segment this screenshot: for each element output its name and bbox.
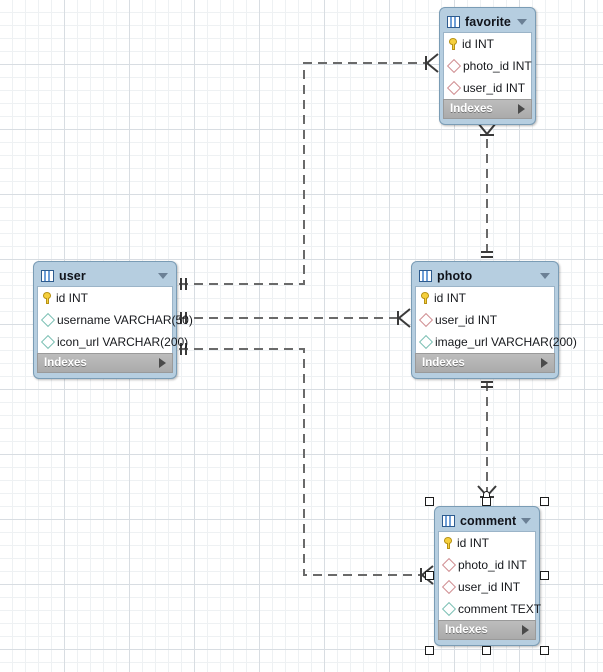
table-icon	[447, 15, 460, 28]
cardinality-one-photo-favorite	[481, 251, 493, 258]
column-row[interactable]: photo_id INT	[439, 554, 535, 576]
table-figure-user[interactable]: user id INT username VARCHAR(50) icon_url V…	[33, 261, 193, 379]
column-row[interactable]: user_id INT	[439, 576, 535, 598]
primary-key-icon	[444, 537, 453, 549]
table-name-label: user	[59, 268, 86, 283]
foreign-key-diamond-icon	[446, 58, 462, 74]
column-row[interactable]: icon_url VARCHAR(200)	[38, 331, 188, 353]
handle-top-left[interactable]	[425, 497, 434, 506]
cardinality-one-photo-comment	[481, 381, 493, 388]
chevron-down-icon[interactable]	[521, 517, 532, 524]
column-row[interactable]: user_id INT	[416, 309, 554, 331]
indexes-label: Indexes	[422, 357, 465, 369]
cardinality-many-comment-user	[420, 565, 434, 585]
foreign-key-diamond-icon	[418, 312, 434, 328]
relationship-user-to-comment[interactable]	[179, 348, 424, 576]
foreign-key-diamond-icon	[441, 557, 457, 573]
rotate-handle-cap-icon[interactable]	[483, 491, 490, 498]
table-header-user[interactable]: user	[37, 265, 173, 286]
column-label: user_id INT	[458, 580, 521, 594]
table-figure-favorite[interactable]: favorite id INT photo_id INT user_id INT Ind…	[439, 7, 536, 125]
table-header-photo[interactable]: photo	[415, 265, 555, 286]
indexes-section-comment[interactable]: Indexes	[438, 620, 536, 640]
column-label: id INT	[462, 37, 495, 51]
column-row[interactable]: username VARCHAR(50)	[38, 309, 193, 331]
column-label: comment TEXT	[458, 602, 542, 616]
handle-bottom-middle[interactable]	[482, 646, 491, 655]
cardinality-many-photo	[397, 308, 411, 328]
handle-top-right[interactable]	[540, 497, 549, 506]
column-list-user: id INT username VARCHAR(50) icon_url VARCH…	[37, 286, 193, 353]
column-diamond-icon	[441, 601, 457, 617]
column-label: photo_id INT	[458, 558, 527, 572]
column-row[interactable]: id INT	[439, 532, 535, 554]
column-row[interactable]: photo_id INT	[444, 55, 532, 77]
handle-bottom-left[interactable]	[425, 646, 434, 655]
handle-top-middle[interactable]	[482, 497, 491, 506]
indexes-label: Indexes	[44, 357, 87, 369]
column-row[interactable]: user_id INT	[444, 77, 531, 99]
expand-triangle-icon[interactable]	[159, 358, 166, 368]
table-name-label: comment	[460, 513, 517, 528]
column-list-photo: id INT user_id INT image_url VARCHAR(200)	[415, 286, 577, 353]
column-list-comment: id INT photo_id INT user_id INT comment TEX…	[438, 531, 541, 620]
column-row[interactable]: id INT	[416, 287, 554, 309]
table-header-comment[interactable]: comment	[438, 510, 536, 531]
handle-bottom-right[interactable]	[540, 646, 549, 655]
column-label: icon_url VARCHAR(200)	[57, 335, 189, 349]
foreign-key-diamond-icon	[441, 579, 457, 595]
table-name-label: photo	[437, 268, 473, 283]
cardinality-one-user-favorite	[180, 278, 187, 290]
column-list-favorite: id INT photo_id INT user_id INT	[443, 32, 532, 99]
table-figure-comment[interactable]: comment id INT photo_id INT user_id INT comm…	[434, 506, 541, 646]
column-label: id INT	[457, 536, 490, 550]
expand-triangle-icon[interactable]	[518, 104, 525, 114]
indexes-label: Indexes	[445, 624, 488, 636]
indexes-section-photo[interactable]: Indexes	[415, 353, 555, 373]
chevron-down-icon[interactable]	[158, 272, 168, 279]
indexes-section-favorite[interactable]: Indexes	[443, 99, 532, 119]
column-label: photo_id INT	[463, 59, 532, 73]
column-label: user_id INT	[435, 313, 498, 327]
cardinality-one-user-comment	[180, 343, 187, 355]
table-name-label: favorite	[465, 14, 511, 29]
column-diamond-icon	[40, 312, 56, 328]
chevron-down-icon[interactable]	[517, 18, 527, 25]
column-label: image_url VARCHAR(200)	[435, 335, 577, 349]
column-label: username VARCHAR(50)	[57, 313, 193, 327]
column-row[interactable]: image_url VARCHAR(200)	[416, 331, 577, 353]
column-diamond-icon	[418, 334, 434, 350]
column-label: id INT	[56, 291, 89, 305]
column-label: user_id INT	[463, 81, 526, 95]
column-diamond-icon	[40, 334, 56, 350]
chevron-down-icon[interactable]	[540, 272, 550, 279]
foreign-key-diamond-icon	[446, 80, 462, 96]
handle-middle-right[interactable]	[540, 571, 549, 580]
table-icon	[419, 269, 432, 282]
table-header-favorite[interactable]: favorite	[443, 11, 532, 32]
cardinality-many-favorite	[425, 53, 439, 73]
handle-middle-left[interactable]	[425, 571, 434, 580]
indexes-label: Indexes	[450, 103, 493, 115]
indexes-section-user[interactable]: Indexes	[37, 353, 173, 373]
column-row[interactable]: id INT	[444, 33, 531, 55]
cardinality-one-user-photo	[180, 312, 187, 324]
table-icon	[41, 269, 54, 282]
column-row[interactable]: comment TEXT	[439, 598, 541, 620]
expand-triangle-icon[interactable]	[522, 625, 529, 635]
cardinality-many-favorite-photo	[477, 122, 497, 136]
primary-key-icon	[449, 38, 458, 50]
table-icon	[442, 514, 455, 527]
column-row[interactable]: id INT	[38, 287, 172, 309]
expand-triangle-icon[interactable]	[541, 358, 548, 368]
primary-key-icon	[43, 292, 52, 304]
primary-key-icon	[421, 292, 430, 304]
table-figure-photo[interactable]: photo id INT user_id INT image_url VARCHAR(…	[411, 261, 577, 379]
column-label: id INT	[434, 291, 467, 305]
relationship-user-to-favorite[interactable]	[179, 62, 429, 285]
